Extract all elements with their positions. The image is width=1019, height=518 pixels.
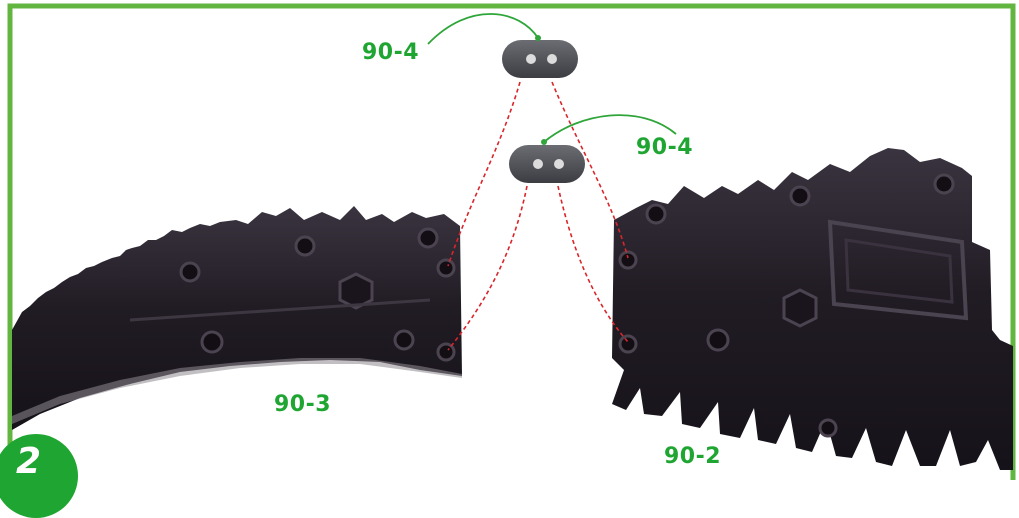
tail-segment-left — [12, 206, 462, 430]
tail-segment-right — [612, 148, 1013, 470]
connector-top — [502, 40, 578, 78]
label-tail-right: 90-2 — [664, 444, 722, 469]
label-tail-left: 90-3 — [274, 392, 332, 417]
assembly-diagram — [7, 3, 1016, 480]
label-connector-top: 90-4 — [362, 40, 420, 65]
label-connector-bottom: 90-4 — [636, 135, 694, 160]
alignment-guides — [447, 81, 629, 351]
frame-border — [7, 3, 1016, 480]
leader-lines — [427, 13, 677, 145]
connector-bottom — [509, 145, 585, 183]
step-number: 2 — [16, 441, 42, 482]
